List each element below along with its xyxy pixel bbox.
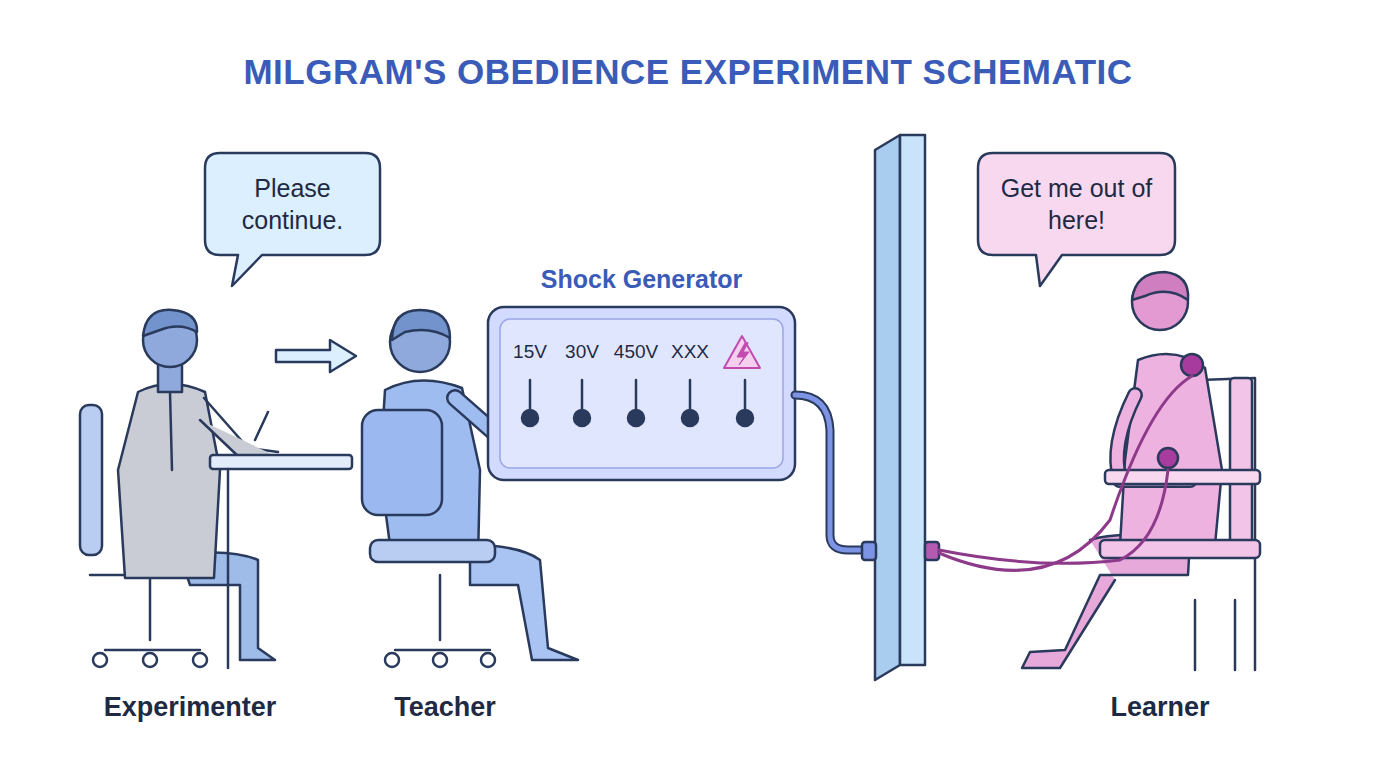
arrow xyxy=(276,340,356,372)
role-label: Experimenter xyxy=(104,692,277,723)
learner-figure xyxy=(1022,272,1260,670)
warning-symbol xyxy=(724,336,760,368)
speech-text: Please continue. xyxy=(207,172,378,237)
title: MILGRAM'S OBEDIENCE EXPERIMENT SCHEMATIC xyxy=(0,52,1376,92)
speech-bubble xyxy=(205,153,380,286)
voltage-label: 450V xyxy=(614,341,658,363)
shock-generator: Shock Generator15V30V450VXXX xyxy=(488,307,795,480)
voltage-label: XXX xyxy=(671,341,709,363)
role-label: Learner xyxy=(1110,692,1209,723)
shock-generator-box xyxy=(488,307,795,480)
speech-bubble: Please continue. xyxy=(207,155,378,253)
cable xyxy=(795,395,878,550)
speech-bubble: Get me out of here! xyxy=(980,155,1173,253)
voltage-label: 15V xyxy=(513,341,547,363)
voltage-label: 30V xyxy=(565,341,599,363)
speech-text: Get me out of here! xyxy=(980,172,1173,237)
role-label: Teacher xyxy=(394,692,496,723)
divider-wall xyxy=(862,135,939,680)
speech-bubble xyxy=(978,153,1175,286)
component-label: Shock Generator xyxy=(541,265,742,294)
experimenter-figure xyxy=(80,310,352,668)
switch xyxy=(522,380,753,426)
